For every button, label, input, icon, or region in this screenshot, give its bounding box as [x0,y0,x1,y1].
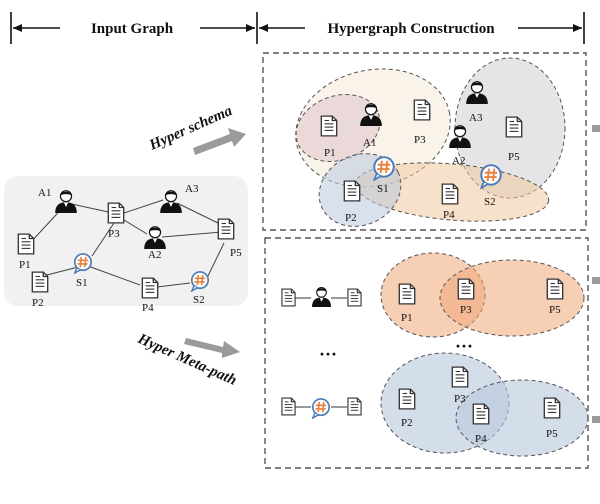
node-label: A2 [148,249,161,261]
hypergraph-construction-title: Hypergraph Construction [327,21,495,37]
node-label: S1 [377,183,389,195]
node-label: A3 [469,112,483,124]
node-label: P1 [401,312,413,324]
paper-icon [31,271,49,293]
node-label: P2 [345,212,357,224]
hyper-meta-path-arrow [184,338,240,358]
hyper-schema-arrow [193,128,246,155]
ellipsis: ··· [319,344,337,364]
node-label: P5 [549,304,561,316]
paper-icon [347,397,362,416]
node-label: P2 [32,297,44,309]
node-label: P5 [546,428,558,440]
node-label: P1 [324,147,336,159]
paper-icon [505,116,523,138]
node-label: P3 [414,134,426,146]
node-label: A1 [38,187,51,199]
paper-icon [413,99,431,121]
header-bar [10,12,585,44]
node-label: P3 [454,393,466,405]
node-label: A3 [185,183,199,195]
paper-icon [281,288,296,307]
paper-icon [347,288,362,307]
hyper-schema-panel: P1 A1 P3 A3 A2 P5 S1 S2 P2 P4 [262,52,587,231]
paper-icon [107,202,125,224]
node-label: P1 [19,259,31,271]
paper-icon [457,278,475,300]
hyper-schema-label: Hyper schema [146,103,235,154]
paper-icon [546,278,564,300]
node-label: S2 [484,196,496,208]
paper-icon [320,115,338,137]
node-label: P4 [475,433,487,445]
subject-icon [311,398,331,419]
input-graph-title: Input Graph [91,21,174,37]
node-label: S1 [76,277,88,289]
author-icon [311,286,332,307]
next-stage-arrow-hints [592,125,600,423]
paper-icon [398,388,416,410]
node-label: P2 [401,417,413,429]
node-label: P3 [108,228,120,240]
node-label: A2 [452,155,465,167]
paper-icon [472,403,490,425]
paper-icon [441,183,459,205]
paper-icon [343,180,361,202]
node-label: P3 [460,304,472,316]
paper-icon [217,218,235,240]
node-label: P5 [230,247,242,259]
ellipsis: ··· [455,336,473,356]
paper-icon [141,277,159,299]
node-label: S2 [193,294,205,306]
node-label: P5 [508,151,520,163]
node-label: P4 [142,302,154,314]
paper-icon [451,366,469,388]
paper-icon [398,283,416,305]
hyper-meta-path-panel: ··· P1 P3 P5 ··· [264,237,589,469]
paper-icon [281,397,296,416]
paper-icon [543,397,561,419]
node-label: P4 [443,209,455,221]
input-graph-panel: A1 A3 A2 P3 P1 P2 P4 P5 S1 S2 [4,176,248,314]
node-label: A1 [363,137,376,149]
paper-icon [17,233,35,255]
